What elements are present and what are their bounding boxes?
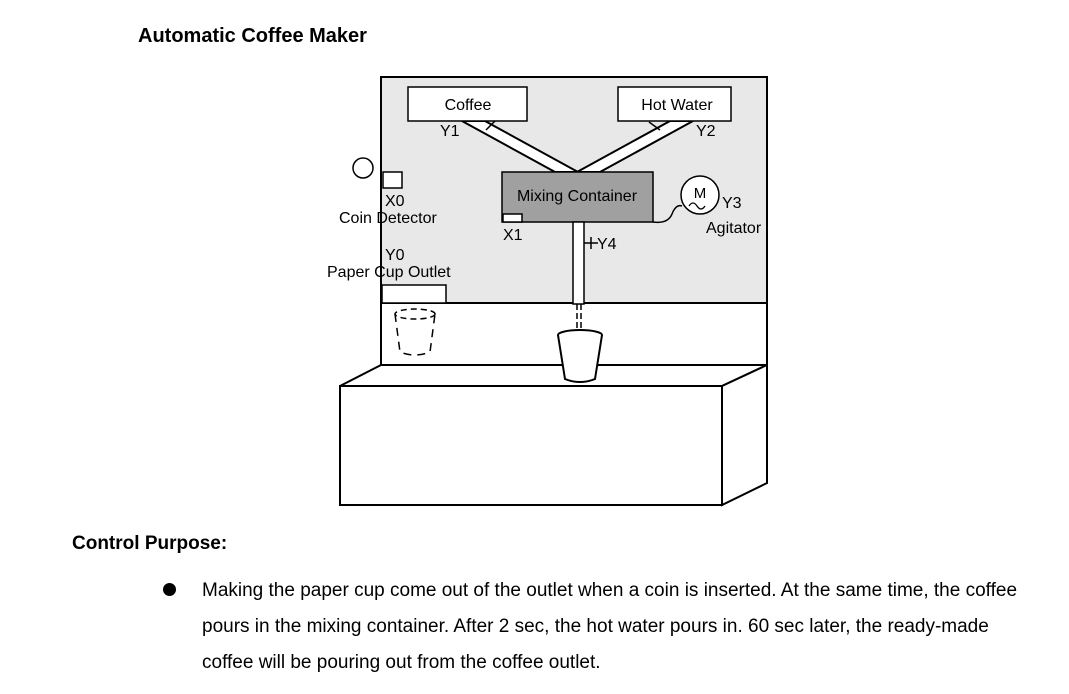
- control-purpose-heading: Control Purpose:: [72, 533, 228, 554]
- agitator-shaft: [652, 204, 683, 224]
- motor-wave-icon: [688, 202, 706, 210]
- hot-water-label: Hot Water: [641, 97, 713, 114]
- paper-cup-outlet-label: Paper Cup Outlet: [327, 264, 451, 281]
- counter-front: [339, 385, 723, 506]
- mixing-container: [501, 171, 654, 223]
- bullet-icon: [163, 583, 176, 596]
- y0-label: Y0: [385, 247, 405, 264]
- counter-top: [339, 364, 768, 387]
- hot-water-tank: [617, 86, 732, 122]
- x1-level-sensor: [502, 213, 523, 223]
- y4-label: Y4: [597, 236, 617, 253]
- counter-side: [721, 363, 768, 507]
- x0-label: X0: [385, 193, 405, 210]
- coin-detector-label: Coin Detector: [339, 210, 437, 227]
- page-title: Automatic Coffee Maker: [138, 25, 367, 47]
- coffee-label: Coffee: [445, 97, 492, 114]
- coin-detector-box: [382, 171, 403, 189]
- coffee-cup: [557, 334, 603, 383]
- mixing-container-label: Mixing Container: [517, 188, 638, 205]
- control-purpose-text: Making the paper cup come out of the out…: [202, 580, 1018, 673]
- agitator-label: Agitator: [706, 220, 762, 237]
- coffee-outlet-pipe: [572, 221, 585, 305]
- motor-symbol: M: [694, 185, 707, 202]
- paper-cup-outlet-box: [381, 284, 447, 304]
- coin-slot-icon: [352, 157, 374, 179]
- coffee-tank: [407, 86, 528, 122]
- y2-valve-mark: [648, 121, 661, 131]
- y1-label: Y1: [440, 123, 460, 140]
- y2-label: Y2: [696, 123, 716, 140]
- x1-label: X1: [503, 227, 523, 244]
- y3-label: Y3: [722, 195, 742, 212]
